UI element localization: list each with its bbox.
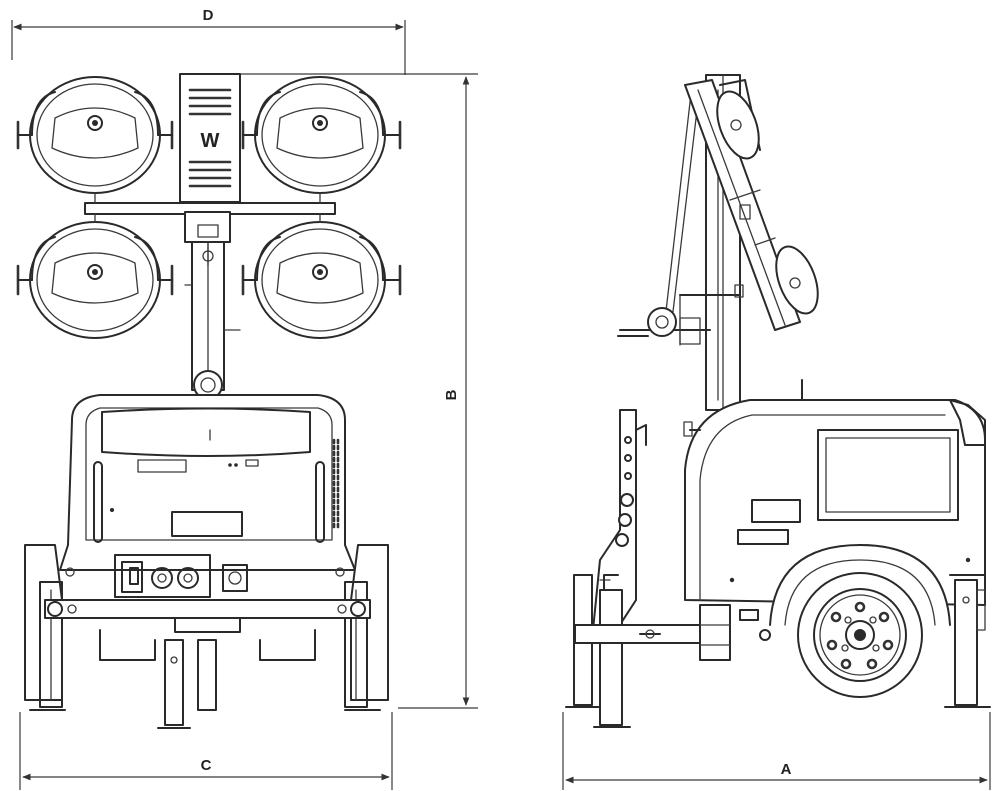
floodlight-bottom-right [241, 213, 402, 339]
side-lamp-assembly [684, 79, 819, 331]
floodlight-bottom-left [16, 213, 174, 339]
front-logo-panel: W [179, 73, 241, 203]
side-view: A [562, 74, 991, 790]
side-rear-jack [944, 574, 991, 708]
side-frame-rail [574, 624, 716, 644]
side-step-and-chain [699, 604, 771, 661]
front-fenders [24, 544, 389, 708]
dimension-c: C [19, 712, 393, 790]
dimension-d-label: D [203, 7, 214, 24]
floodlight-top-left [16, 76, 174, 204]
front-jack-stand [157, 639, 217, 729]
dimension-a: A [562, 712, 991, 790]
front-view: D B C [11, 7, 478, 790]
dimension-c-label: C [201, 757, 212, 774]
front-lamp-crossbar [84, 202, 336, 266]
front-generator-housing [59, 394, 356, 571]
front-axle-bar [44, 599, 371, 661]
front-outrigger-feet [29, 567, 381, 711]
brand-logo-letter: W [201, 130, 220, 152]
front-socket-panel [114, 554, 248, 598]
dimension-b-label: B [443, 389, 460, 400]
dimension-b: B [240, 73, 478, 709]
side-wheel [797, 572, 923, 698]
side-generator-body [683, 379, 986, 606]
dimension-d: D [11, 7, 406, 75]
floodlight-top-right [241, 76, 402, 204]
dimension-a-label: A [781, 761, 792, 778]
